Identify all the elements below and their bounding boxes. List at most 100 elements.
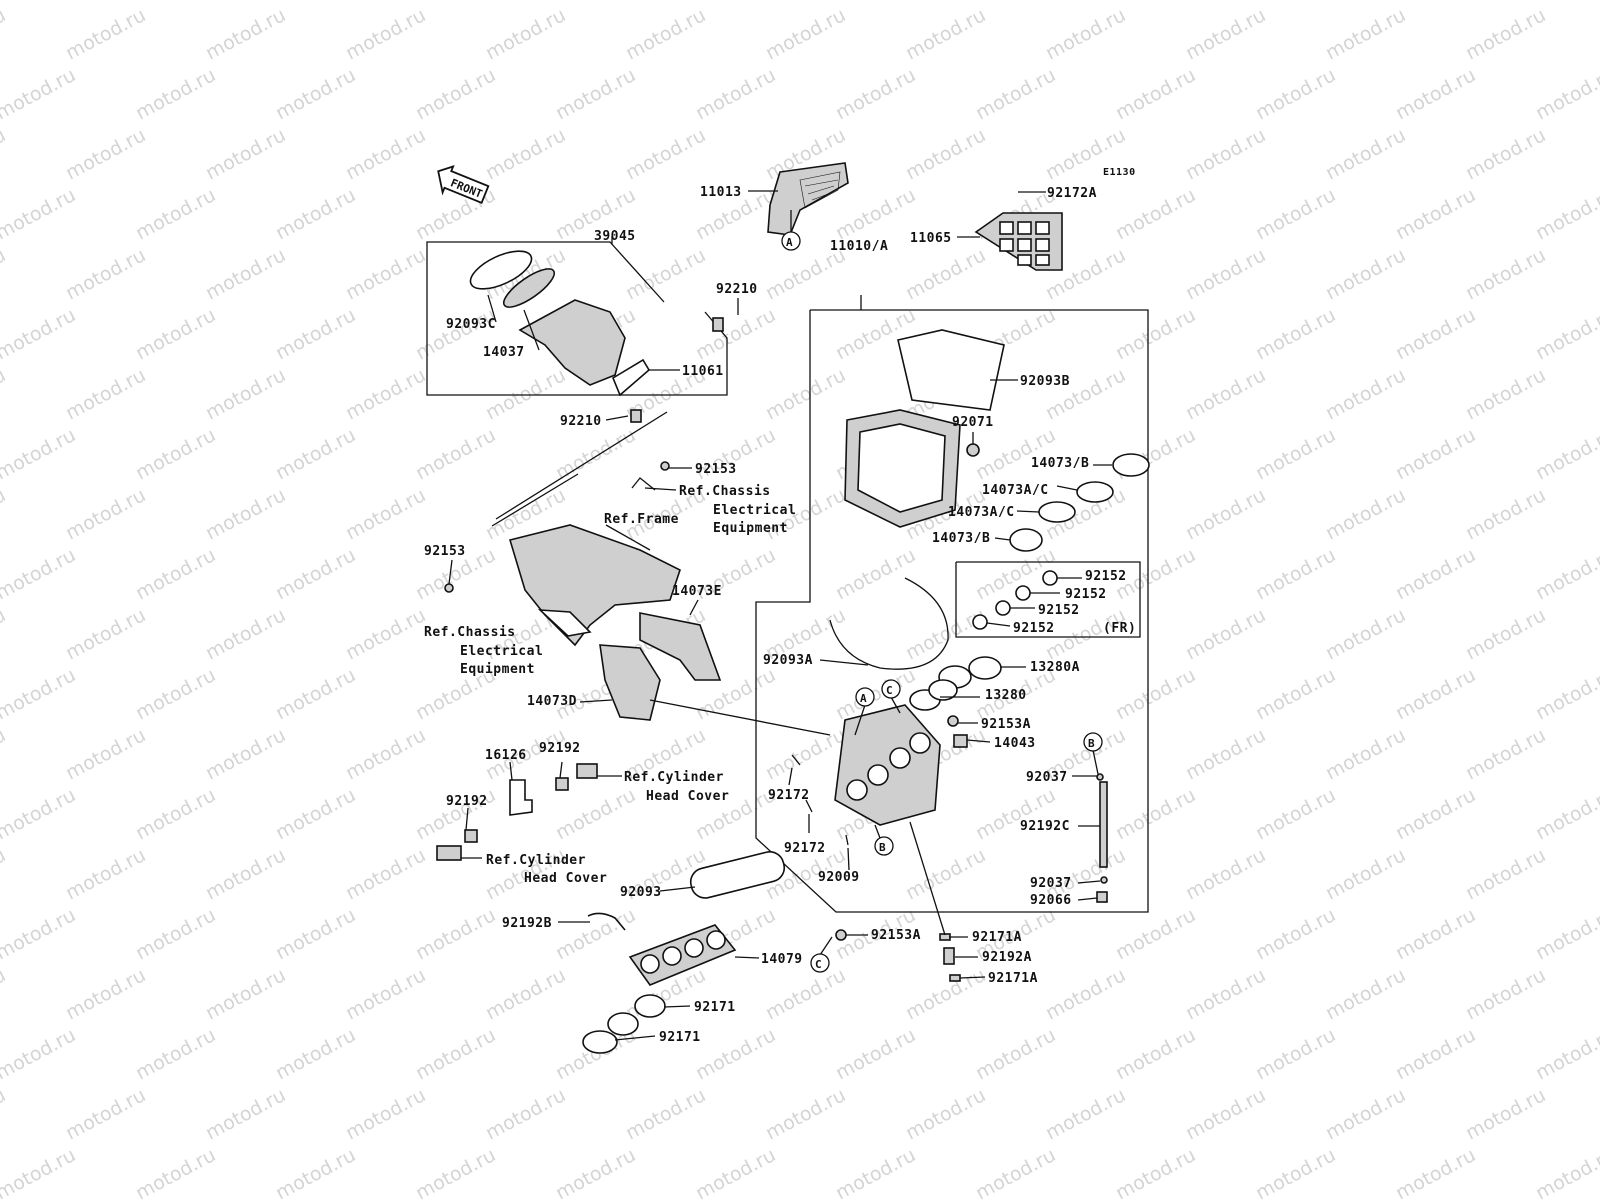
label-14073AC-1: 14073A/C [982, 483, 1049, 498]
part-92210-top [712, 317, 724, 332]
watermark-text: motod.ru [832, 64, 919, 124]
watermark-text: motod.ru [1322, 844, 1409, 904]
watermark-text: motod.ru [482, 964, 569, 1024]
watermark-text: motod.ru [1322, 244, 1409, 304]
label-ref-chassis-1c: Equipment [713, 521, 788, 536]
watermark-text: motod.ru [132, 304, 219, 364]
label-92153-left: 92153 [424, 544, 466, 559]
part-92192A [943, 947, 955, 965]
callout-b-box: B [879, 841, 886, 854]
watermark-text: motod.ru [62, 124, 149, 184]
label-92152-1: 92152 [1085, 569, 1127, 584]
watermark-text: motod.ru [1182, 724, 1269, 784]
watermark-text: motod.ru [1392, 0, 1479, 4]
watermark-text: motod.ru [0, 784, 79, 844]
label-92152-2: 92152 [1065, 587, 1107, 602]
watermark-text: motod.ru [1252, 64, 1339, 124]
part-92192-left [464, 829, 478, 843]
watermark-text: motod.ru [202, 844, 289, 904]
part-13280 [909, 679, 958, 711]
watermark-text: motod.ru [272, 0, 359, 4]
watermark-text: motod.ru [132, 0, 219, 4]
part-39045 [518, 299, 626, 386]
label-92093A: 92093A [763, 653, 813, 668]
watermark-text: motod.ru [552, 64, 639, 124]
part-ref-chassis-bracket [537, 609, 592, 637]
label-ref-cyl-2b: Head Cover [524, 871, 607, 886]
watermark-text: motod.ru [902, 1084, 989, 1144]
part-14073B-2 [1009, 528, 1043, 552]
label-ref-chassis-2b: Electrical [460, 644, 543, 659]
watermark-text: motod.ru [0, 184, 79, 244]
part-92153A-top [947, 715, 959, 727]
part-14073AC-1 [1076, 481, 1114, 503]
watermark-text: motod.ru [342, 4, 429, 64]
watermark-text: motod.ru [1392, 64, 1479, 124]
watermark-text: motod.ru [552, 784, 639, 844]
watermark-text: motod.ru [1532, 664, 1600, 724]
label-13280: 13280 [985, 688, 1027, 703]
part-14043 [953, 734, 968, 748]
part-92152-3 [995, 600, 1011, 616]
watermark-text: motod.ru [1182, 364, 1269, 424]
label-92093: 92093 [620, 885, 662, 900]
label-92152-4: 92152 [1013, 621, 1055, 636]
label-92171-2: 92171 [659, 1030, 701, 1045]
watermark-text: motod.ru [0, 244, 9, 304]
watermark-text: motod.ru [272, 304, 359, 364]
part-92153-left [444, 583, 454, 593]
watermark-text: motod.ru [1392, 1144, 1479, 1200]
watermark-text: motod.ru [202, 4, 289, 64]
part-92172-1 [791, 754, 801, 766]
watermark-text: motod.ru [342, 124, 429, 184]
watermark-text: motod.ru [1252, 664, 1339, 724]
watermark-text: motod.ru [1532, 424, 1600, 484]
label-92037-top: 92037 [1026, 770, 1068, 785]
label-ref-cyl-1a: Ref.Cylinder [624, 770, 724, 785]
watermark-text: motod.ru [1112, 0, 1199, 4]
watermark-text: motod.ru [412, 424, 499, 484]
watermark-text: motod.ru [62, 364, 149, 424]
watermark-text: motod.ru [482, 1084, 569, 1144]
label-92037-bot: 92037 [1030, 876, 1072, 891]
front-arrow: FRONT [437, 165, 490, 204]
watermark-text: motod.ru [902, 124, 989, 184]
label-92192B: 92192B [502, 916, 552, 931]
watermark-text: motod.ru [1462, 484, 1549, 544]
watermark-text: motod.ru [272, 424, 359, 484]
callouts: A B C A C B [781, 231, 1103, 973]
part-92192-top [555, 777, 569, 791]
watermark-text: motod.ru [0, 484, 9, 544]
watermark-text: motod.ru [132, 904, 219, 964]
watermark-text: motod.ru [972, 1024, 1059, 1084]
watermark-text: motod.ru [1252, 424, 1339, 484]
watermark-text: motod.ru [1322, 724, 1409, 784]
label-92009: 92009 [818, 870, 860, 885]
watermark-text: motod.ru [972, 424, 1059, 484]
watermark-text: motod.ru [412, 64, 499, 124]
watermark-text: motod.ru [1532, 184, 1600, 244]
watermark-text: motod.ru [342, 964, 429, 1024]
label-92066: 92066 [1030, 893, 1072, 908]
watermark-text: motod.ru [762, 364, 849, 424]
watermark-text: motod.ru [412, 904, 499, 964]
watermark-text: motod.ru [762, 4, 849, 64]
watermark-text: motod.ru [0, 64, 79, 124]
part-92066 [1096, 891, 1108, 903]
label-92153A-bot: 92153A [871, 928, 921, 943]
watermark-text: motod.ru [1252, 0, 1339, 4]
label-92210-bot: 92210 [560, 414, 602, 429]
part-92171-2 [582, 1030, 618, 1054]
watermark-text: motod.ru [412, 1144, 499, 1200]
watermark-text: motod.ru [132, 544, 219, 604]
label-14073D: 14073D [527, 694, 577, 709]
watermark-text: motod.ru [202, 484, 289, 544]
watermark-text: motod.ru [0, 124, 9, 184]
watermark-text: motod.ru [1532, 304, 1600, 364]
part-92153A-bot [835, 929, 847, 941]
watermark-text: motod.ru [692, 64, 779, 124]
watermark-text: motod.ru [1392, 784, 1479, 844]
watermark-text: motod.ru [1392, 424, 1479, 484]
part-92093 [689, 851, 786, 899]
label-92152-3: 92152 [1038, 603, 1080, 618]
